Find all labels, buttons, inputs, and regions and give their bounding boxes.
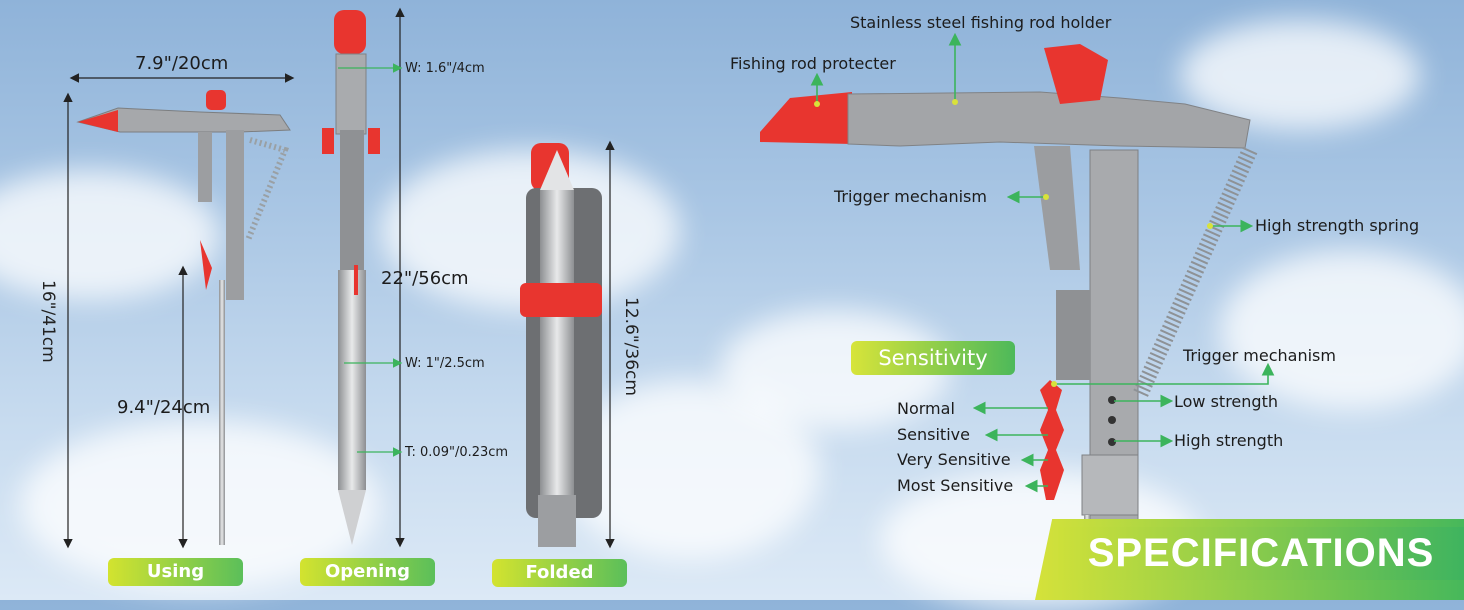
pole-dimension: 9.4"/24cm [117,397,211,418]
label-high-strength: High strength [1174,431,1284,450]
label-trigger-lower: Trigger mechanism [1183,346,1336,365]
sensitivity-very-sensitive: Very Sensitive [897,450,1011,469]
height-dimension: 16"/41cm [38,280,58,363]
detail-holder-drawing [760,44,1258,600]
top-width-dimension: W: 1.6"/4cm [405,61,485,76]
sensitivity-title: Sensitivity [851,341,1015,375]
folded-holder-drawing [520,143,602,547]
sensitivity-normal: Normal [897,399,955,418]
folded-length-dimension: 12.6"/36cm [621,297,641,396]
specifications-banner: SPECIFICATIONS [1058,527,1464,580]
width-dimension: 7.9"/20cm [135,53,229,74]
cloud [1180,20,1420,130]
label-low-strength: Low strength [1174,392,1278,411]
label-spring: High strength spring [1255,216,1420,235]
using-holder-drawing [76,90,291,545]
sensitivity-most-sensitive: Most Sensitive [897,476,1014,495]
thickness-dimension: T: 0.09"/0.23cm [405,445,509,460]
open-length-dimension: 22"/56cm [381,268,469,289]
label-rod-protecter: Fishing rod protecter [730,54,896,73]
sensitivity-sensitive: Sensitive [897,425,970,444]
label-trigger-upper: Trigger mechanism [834,187,987,206]
mode-folded: Folded [492,559,627,587]
opening-holder-drawing [322,10,380,545]
mode-opening: Opening [300,558,435,586]
mid-width-dimension: W: 1"/2.5cm [405,356,485,371]
label-rod-holder: Stainless steel fishing rod holder [850,13,1112,32]
mode-using: Using [108,558,243,586]
